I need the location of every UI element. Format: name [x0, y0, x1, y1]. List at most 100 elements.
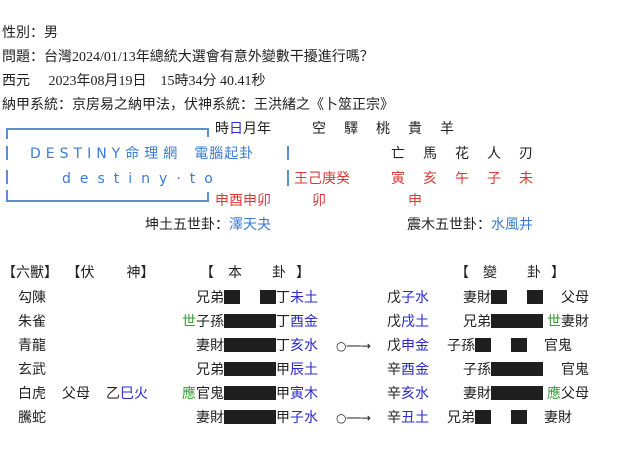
shensha-ren2: 刃	[519, 146, 533, 162]
shensha-value-kong: 寅	[391, 171, 405, 187]
fushen-cell: 父母乙巳火	[62, 384, 148, 404]
changed-liuqin: 官鬼	[561, 360, 589, 380]
logo-right-top-tick	[207, 128, 209, 137]
main-branch: 子水	[290, 410, 318, 426]
changed-yao: 子孫	[447, 336, 527, 356]
beast-cell: 朱雀	[18, 314, 46, 330]
main-yao: 世子孫丁酉金	[182, 312, 318, 332]
changed-yao: 兄弟	[447, 408, 527, 428]
shensha-headers2: 亡馬花人刃	[391, 145, 551, 163]
changed-stem-branch: 辛酉金	[387, 360, 429, 380]
changed-stem: 辛	[387, 386, 401, 402]
logo-line1: DESTINY命理網電腦起卦	[30, 145, 254, 163]
changed-liuqin: 父母	[561, 288, 589, 308]
logo-line2: destiny·to	[62, 171, 222, 187]
date-label: 西元	[2, 73, 30, 89]
main-yin-right	[260, 290, 276, 304]
changed-stem: 戊	[387, 314, 401, 330]
changed-stem: 戊	[387, 338, 401, 354]
shensha-value-yangren: 未	[519, 171, 533, 187]
changed-relation-2: 官鬼	[561, 362, 589, 378]
main-stem: 甲	[276, 410, 290, 426]
main-yang-line	[224, 386, 276, 400]
main-yin-left	[224, 290, 240, 304]
changed-yao: 兄弟	[463, 312, 543, 332]
header-fushen-open: 【伏	[66, 265, 95, 281]
main-relation: 妻財	[196, 338, 224, 354]
changed-stem-branch: 戊戌土	[387, 312, 429, 332]
date-value: 2023年08月19日 15時34分 40.41秒	[48, 74, 266, 89]
main-yao: 妻財丁亥水	[196, 336, 318, 356]
changed-shiying-mark: 世	[547, 314, 561, 330]
changed-liuqin: 官鬼	[544, 336, 572, 356]
main-yao: 應官鬼甲寅木	[182, 384, 318, 404]
logo-right-bottom-tick	[207, 192, 209, 202]
shensha-ma: 馬	[423, 146, 437, 162]
changed-yao: 妻財	[463, 384, 543, 404]
question-text: 台灣2024/01/13年總統大選會有意外變數干擾進行嗎？	[44, 50, 374, 65]
main-relation: 子孫	[196, 314, 224, 330]
pillar-label-day: 日	[229, 121, 243, 137]
changed-yang-line	[491, 362, 543, 376]
main-yang-line	[224, 410, 276, 424]
changed-relation-2: 官鬼	[544, 338, 572, 354]
header-fushen-close: 神】	[126, 265, 155, 281]
changed-stem: 辛	[387, 410, 401, 426]
moving-arrow-icon: ○──→	[336, 411, 371, 425]
shiying-mark: 世	[182, 314, 196, 330]
changed-relation-2: 妻財	[561, 314, 589, 330]
pillar-label-hour: 時	[215, 121, 229, 137]
gender-label: 性別：男	[2, 25, 58, 41]
shiying-mark: 應	[182, 386, 196, 402]
system-text: 納甲系統：京房易之納甲法，伏神系統：王洪緒之《卜筮正宗》	[2, 97, 394, 113]
shensha-wang: 亡	[391, 146, 405, 162]
changed-branch: 戌土	[401, 314, 429, 330]
changed-branch: 亥水	[401, 386, 429, 402]
shensha-ren: 人	[487, 146, 501, 162]
shensha-extra-right: 申	[408, 193, 422, 209]
main-stem: 甲	[276, 386, 290, 402]
fushen-branch: 巳火	[120, 386, 148, 402]
question-label: 問題：	[2, 49, 44, 65]
changed-relation-2: 父母	[561, 290, 589, 306]
beast-cell: 玄武	[18, 362, 46, 378]
changed-yang-line	[491, 386, 543, 400]
shensha-gui: 貴	[408, 121, 422, 137]
main-relation: 兄弟	[196, 362, 224, 378]
changed-stem-branch: 戊申金	[387, 336, 429, 356]
main-stem: 丁	[276, 314, 290, 330]
pillar-labels: 時日月年	[215, 120, 271, 138]
main-gua-title: 澤天夬	[229, 217, 271, 233]
beast-cell: 青龍	[18, 338, 46, 354]
changed-gua-title: 水風井	[491, 217, 533, 233]
pillar-label-month-year: 月年	[243, 121, 271, 137]
main-yang-line	[224, 362, 276, 376]
beast-cell: 勾陳	[18, 290, 46, 306]
main-relation: 官鬼	[196, 386, 224, 402]
main-branch: 未土	[290, 290, 318, 306]
header-changed-gua-char: 卦	[527, 265, 541, 281]
changed-relation: 妻財	[463, 290, 491, 306]
shensha-value-taohua: 午	[455, 171, 469, 187]
main-gua-name: 坤土五世卦：澤天夬	[145, 216, 271, 234]
changed-liuqin: 世妻財	[547, 312, 589, 332]
shensha-hua: 花	[455, 146, 469, 162]
header-main-open: 【	[200, 265, 214, 281]
header-main-close: 】	[296, 265, 310, 281]
shensha-values: 寅亥午子未	[391, 170, 551, 188]
changed-branch: 酉金	[401, 362, 429, 378]
system-line: 納甲系統：京房易之納甲法，伏神系統：王洪緒之《卜筮正宗》	[2, 96, 394, 114]
changed-liuqin: 妻財	[544, 408, 572, 428]
changed-yin-left	[491, 290, 507, 304]
table-header: 【六獸】 【伏神】	[2, 263, 154, 283]
logo-left-bottom-tick	[6, 190, 8, 202]
main-gua-prefix: 坤土五世卦：	[145, 217, 229, 233]
logo-left-mid2-tick	[6, 170, 8, 184]
changed-relation: 子孫	[447, 338, 475, 354]
changed-stem-branch: 辛亥水	[387, 384, 429, 404]
gender-line: 性別：男	[2, 24, 58, 42]
main-stem: 丁	[276, 290, 290, 306]
shensha-headers: 空驛桃貴羊	[312, 120, 472, 138]
main-yang-line	[224, 338, 276, 352]
shensha-value-yima: 亥	[423, 171, 437, 187]
